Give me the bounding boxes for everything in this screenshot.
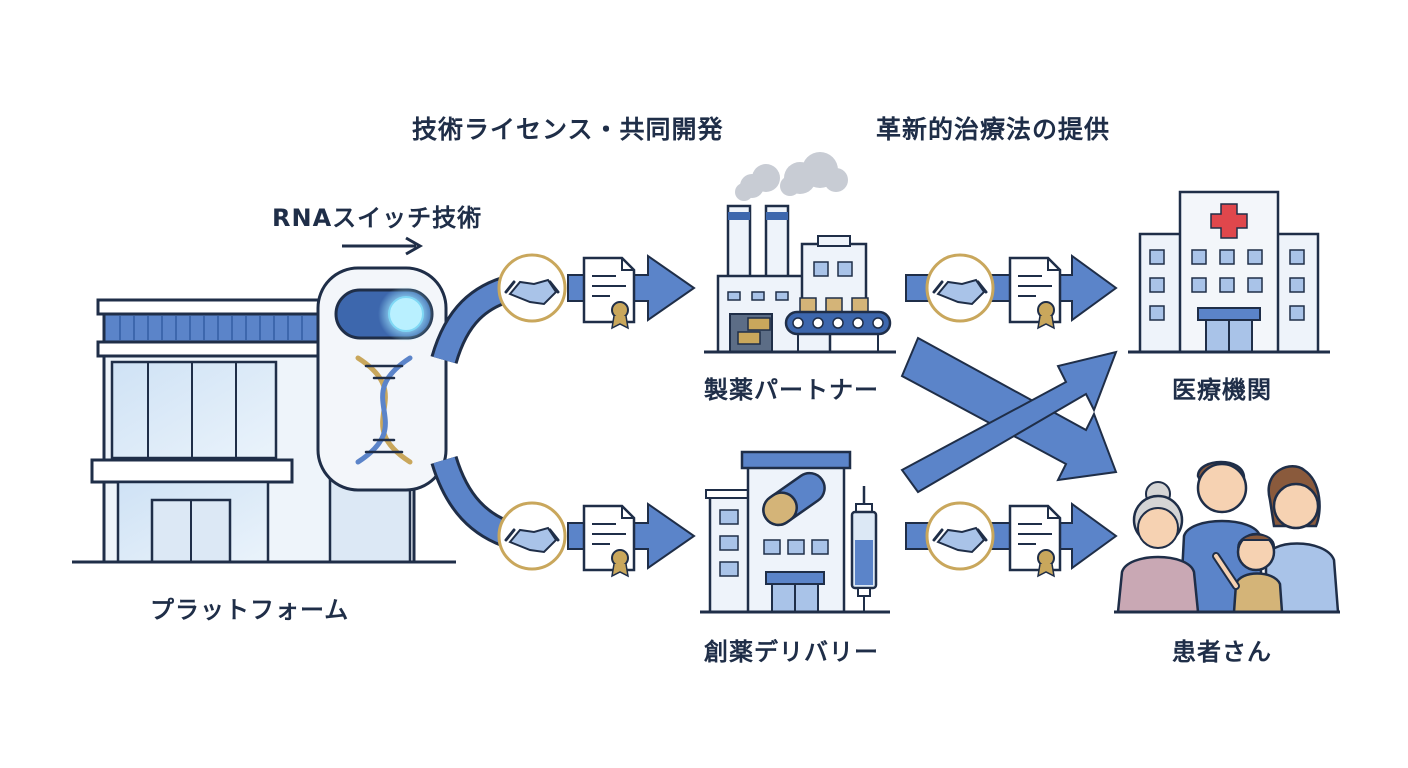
medical-institution-label: 医療機関 [1172,376,1272,404]
handshake-icon [925,501,995,571]
pharma-partner-label: 製薬パートナー [704,376,879,404]
certificate-icon [582,504,636,578]
rna-switch-icon [316,266,448,492]
dna-helix-icon [355,355,413,465]
drug-delivery-label: 創薬デリバリー [704,638,879,666]
handshake-icon [497,253,567,323]
capsule-icon [762,471,826,527]
delivery-header: 革新的治療法の提供 [876,115,1111,144]
patients-family-icon [1114,460,1340,614]
platform-label: プラットフォーム [150,596,350,624]
certificate-icon [1008,504,1062,578]
syringe-icon [850,486,878,612]
right-arrow-icon [342,236,424,256]
rna-switch-label: RNAスイッチ技術 [272,204,483,232]
handshake-icon [925,253,995,323]
hospital-icon [1128,190,1330,354]
patients-label: 患者さん [1172,638,1272,666]
cross-arrows [900,336,1118,494]
certificate-icon [582,256,636,330]
factory-icon [704,152,896,354]
certificate-icon [1008,256,1062,330]
handshake-icon [497,501,567,571]
licensing-header: 技術ライセンス・共同開発 [412,115,724,144]
pharmacy-building-icon [700,450,890,614]
platform-flow-arrows [430,272,524,552]
